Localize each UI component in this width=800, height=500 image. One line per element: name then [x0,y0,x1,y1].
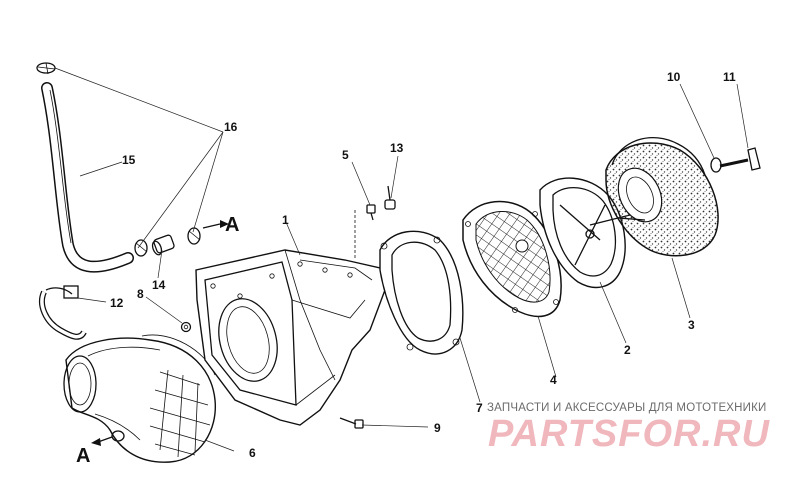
callout-1: 1 [282,213,289,227]
screw-bottom [339,417,364,429]
callout-14: 14 [152,278,166,292]
callout-10: 10 [667,70,681,84]
foam-filter [605,136,719,257]
screw-top [366,204,376,221]
arrow-label-a-right: A [225,214,239,236]
callout-12: 12 [110,296,124,310]
callout-8: 8 [137,287,144,301]
hose-clamp-right [187,227,201,245]
wing-bolt [719,147,761,171]
callout-5: 5 [342,148,349,162]
strap-clamp [39,285,87,340]
watermark-caption: ЗАПЧАСТИ И АКСЕССУАРЫ ДЛЯ МОТОТЕХНИКИ [487,402,767,414]
hose-clamp-middle [134,239,148,257]
filter-gasket [379,230,464,355]
callout-11: 11 [723,70,736,84]
arrow-a-left [91,436,113,446]
callout-15: 15 [122,153,136,167]
arrow-label-a-left: A [76,445,90,467]
nut [180,321,192,333]
hose-clamp-top [36,62,56,75]
callout-3: 3 [688,318,695,332]
callout-13: 13 [390,141,404,155]
callout-4: 4 [550,373,557,387]
callout-9: 9 [434,421,441,435]
hose-fitting [151,234,175,256]
filter-mesh-plate [462,200,562,318]
intake-duct [63,334,216,463]
washer [710,157,722,173]
callout-16: 16 [224,120,238,134]
leader-lines [54,67,749,452]
arrow-a-right [202,220,229,229]
watermark-brand: PARTSFOR.RU [488,413,770,455]
callout-6: 6 [249,446,256,460]
callout-7: 7 [476,401,483,415]
airbox-housing [195,210,386,426]
callout-2: 2 [624,343,631,357]
screw-cap [384,185,396,210]
hose [41,82,134,273]
filter-support-frame [539,177,631,289]
